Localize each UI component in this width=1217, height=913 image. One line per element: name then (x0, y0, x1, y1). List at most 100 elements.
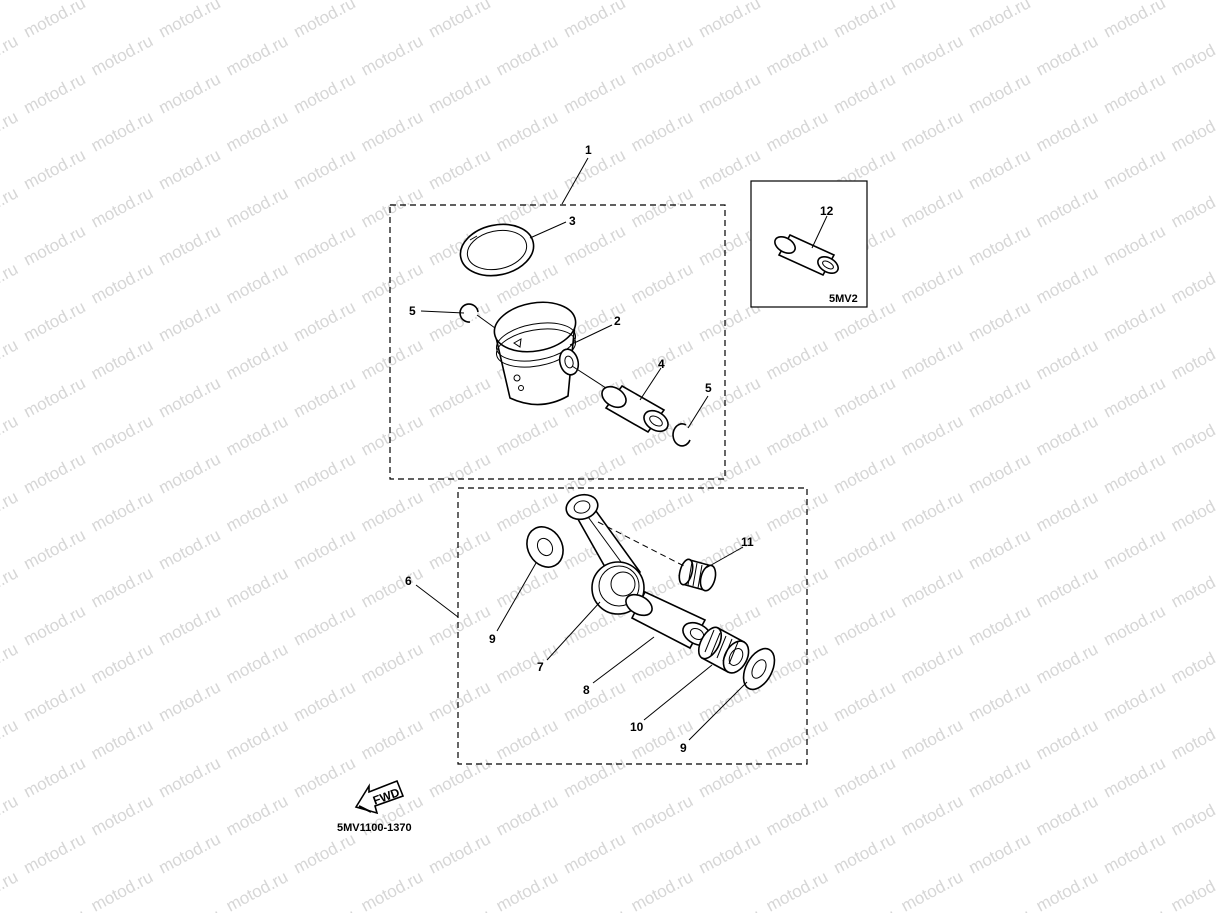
watermark-text: motod.ru (1168, 563, 1217, 611)
watermark-text: motod.ru (628, 107, 696, 155)
watermark-text: motod.ru (763, 0, 831, 4)
watermark-text: motod.ru (425, 677, 493, 725)
watermark-text: motod.ru (425, 373, 493, 421)
crank-pin[interactable] (622, 590, 715, 650)
watermark-text: motod.ru (560, 0, 628, 42)
watermark-text: motod.ru (493, 487, 561, 535)
watermark-text: motod.ru (628, 259, 696, 307)
callout-numbers: 1 3 5 2 4 5 12 11 6 9 7 8 10 9 (405, 143, 834, 755)
callout-6: 6 (405, 574, 412, 588)
watermark-text: motod.ru (830, 677, 898, 725)
watermark-text: motod.ru (358, 259, 426, 307)
watermark-text: motod.ru (965, 753, 1033, 801)
thrust-washer-left[interactable] (520, 520, 570, 573)
watermark-text: motod.ru (155, 677, 223, 725)
watermark-text: motod.ru (830, 0, 898, 42)
watermark-text: motod.ru (898, 487, 966, 535)
watermark-text: motod.ru (493, 715, 561, 763)
watermark-text: motod.ru (560, 753, 628, 801)
watermark-text: motod.ru (898, 715, 966, 763)
watermark-text: motod.ru (1033, 715, 1101, 763)
watermark-text: motod.ru (290, 829, 358, 877)
piston-ring[interactable] (456, 218, 539, 282)
watermark-text: motod.ru (898, 259, 966, 307)
callout-3: 3 (569, 214, 576, 228)
watermark-text: motod.ru (0, 639, 21, 687)
watermark-text: motod.ru (493, 31, 561, 79)
watermark-text: motod.ru (965, 0, 1033, 42)
watermark-text: motod.ru (830, 829, 898, 877)
watermark-text: motod.ru (290, 0, 358, 42)
watermark-text: motod.ru (628, 31, 696, 79)
watermark-text: motod.ru (830, 373, 898, 421)
watermark-text: motod.ru (1033, 259, 1101, 307)
watermark-text: motod.ru (358, 107, 426, 155)
watermark-text: motod.ru (1100, 601, 1168, 649)
watermark-text: motod.ru (20, 297, 88, 345)
watermark-text: motod.ru (1033, 411, 1101, 459)
watermark-text: motod.ru (898, 791, 966, 839)
watermark-text: motod.ru (0, 107, 21, 155)
watermark-text: motod.ru (763, 107, 831, 155)
watermark-text: motod.ru (290, 677, 358, 725)
watermark-text: motod.ru (1168, 31, 1217, 79)
watermark-text: motod.ru (965, 905, 1033, 913)
watermark-text: motod.ru (695, 0, 763, 42)
watermark-text: motod.ru (20, 525, 88, 573)
inset-model-code: 5MV2 (829, 293, 858, 305)
watermark-text: motod.ru (88, 0, 156, 4)
watermark-text: motod.ru (88, 411, 156, 459)
watermark-text: motod.ru (88, 487, 156, 535)
callout-8: 8 (583, 683, 590, 697)
watermark-text: motod.ru (290, 373, 358, 421)
watermark-text: motod.ru (1168, 639, 1217, 687)
watermark-text: motod.ru (155, 525, 223, 573)
inset-pin[interactable] (772, 233, 841, 277)
watermark-text: motod.ru (0, 791, 21, 839)
watermark-text: motod.ru (898, 31, 966, 79)
big-end-bearing[interactable] (694, 624, 754, 677)
watermark-text: motod.ru (0, 183, 21, 231)
watermark-text: motod.ru (88, 867, 156, 913)
watermark-text: motod.ru (898, 867, 966, 913)
callout-5-right: 5 (705, 381, 712, 395)
diagram-reference-code: 5MV1100-1370 (337, 822, 412, 834)
watermark-text: motod.ru (290, 525, 358, 573)
watermark-text: motod.ru (20, 0, 88, 42)
watermark-text: motod.ru (695, 753, 763, 801)
watermark-text: motod.ru (88, 791, 156, 839)
watermark-text: motod.ru (898, 183, 966, 231)
callout-7: 7 (537, 660, 544, 674)
piston-pin[interactable] (598, 382, 672, 435)
circlip-left[interactable] (459, 303, 479, 323)
watermark-text: motod.ru (88, 107, 156, 155)
callout-10: 10 (630, 720, 644, 734)
watermark-text: motod.ru (1168, 0, 1217, 4)
watermark-text: motod.ru (358, 183, 426, 231)
watermark-text: motod.ru (425, 601, 493, 649)
watermark-text: motod.ru (1033, 335, 1101, 383)
watermark-text: motod.ru (965, 449, 1033, 497)
watermark-text: motod.ru (223, 563, 291, 611)
watermark-text: motod.ru (830, 753, 898, 801)
watermark-text: motod.ru (20, 677, 88, 725)
watermark-text: motod.ru (695, 449, 763, 497)
callout-12: 12 (820, 204, 834, 218)
watermark-text: motod.ru (290, 221, 358, 269)
watermark-text: motod.ru (425, 525, 493, 573)
watermark-text: motod.ru (1100, 677, 1168, 725)
watermark-text: motod.ru (223, 183, 291, 231)
watermark-text: motod.ru (1033, 0, 1101, 4)
watermark-text: motod.ru (0, 867, 21, 913)
thrust-washer-right[interactable] (737, 643, 781, 694)
watermark-text: motod.ru (223, 791, 291, 839)
circlip-right[interactable] (672, 423, 691, 447)
watermark-text: motod.ru (290, 905, 358, 913)
watermark-text: motod.ru (0, 335, 21, 383)
watermark-text: motod.ru (965, 297, 1033, 345)
watermark-text: motod.ru (358, 487, 426, 535)
watermark-text: motod.ru (1100, 297, 1168, 345)
watermark-text: motod.ru (0, 259, 21, 307)
piston[interactable] (490, 296, 581, 406)
watermark-text: motod.ru (1100, 905, 1168, 913)
